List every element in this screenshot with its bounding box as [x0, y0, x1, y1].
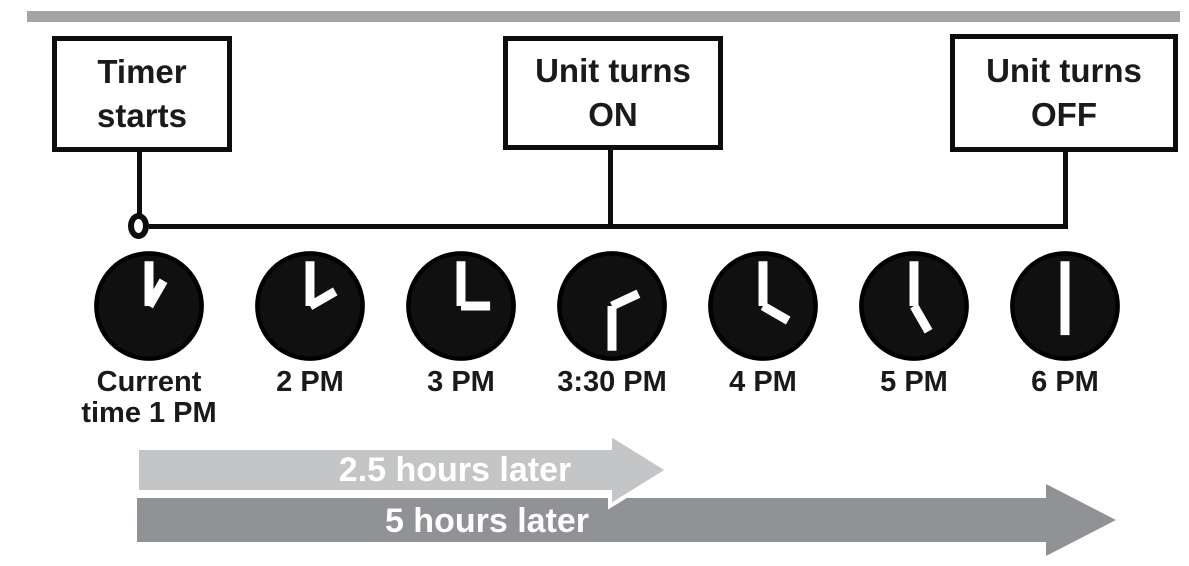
clock-label: 4 PM — [729, 366, 797, 398]
clock-icon — [255, 251, 365, 361]
five-hours-arrow-shape — [137, 484, 1116, 556]
two-half-hours-arrow-shape — [135, 430, 672, 510]
two-half-hours-arrow: 2.5 hours later — [135, 430, 672, 510]
clock-label: 3 PM — [427, 366, 495, 398]
clock-label: 2 PM — [276, 366, 344, 398]
unit-turns-on-box: Unit turns ON — [503, 36, 723, 150]
clock-item-6-00-pm: 6 PM — [990, 250, 1140, 429]
unit-turns-off-line1: Unit turns — [986, 52, 1142, 90]
clock-label-line: 3:30 PM — [557, 366, 667, 398]
clock-label: 3:30 PM — [557, 366, 667, 398]
unit-turns-on-line1: Unit turns — [535, 52, 691, 90]
clock-item-2-00-pm: 2 PM — [235, 250, 385, 429]
clock-label-line: 3 PM — [427, 366, 495, 398]
clock-item-4-00-pm: 4 PM — [688, 250, 838, 429]
clock-label-line: 6 PM — [1031, 366, 1099, 398]
clock-icon — [557, 251, 667, 361]
clock-label: 6 PM — [1031, 366, 1099, 398]
five-hours-arrow-label: 5 hours later — [385, 502, 589, 540]
clock-label-line: 5 PM — [880, 366, 948, 398]
five-hours-arrow: 5 hours later — [137, 484, 1116, 556]
unit-turns-off-box: Unit turns OFF — [950, 34, 1178, 152]
clock-icon — [859, 251, 969, 361]
timeline-start-ring-icon — [128, 213, 149, 239]
clock-label-line: time 1 PM — [81, 397, 217, 430]
unit-turns-off-line2: OFF — [1031, 96, 1097, 133]
timeline-line — [149, 224, 1068, 229]
clock-label-line: Current — [96, 366, 202, 398]
timer-starts-line1: Timer — [97, 53, 187, 91]
clock-item-3-30-pm: 3:30 PM — [537, 250, 687, 429]
clock-label-line: 4 PM — [729, 366, 797, 398]
unit-turns-on-line2: ON — [588, 96, 638, 133]
clock-icon — [94, 251, 204, 361]
clock-item-5-00-pm: 5 PM — [839, 250, 989, 429]
clock-icon — [708, 251, 818, 361]
clock-label: 5 PM — [880, 366, 948, 398]
clock-label-line: 2 PM — [276, 366, 344, 398]
clock-icon — [1010, 251, 1120, 361]
timer-starts-line2: starts — [97, 97, 187, 134]
connector-timer-starts — [137, 148, 142, 214]
timer-starts-box: Timer starts — [52, 36, 232, 152]
connector-unit-on — [608, 148, 613, 228]
two-half-hours-arrow-label: 2.5 hours later — [339, 451, 571, 489]
clock-item-3-00-pm: 3 PM — [386, 250, 536, 429]
clock-icon — [406, 251, 516, 361]
top-divider-bar — [27, 11, 1180, 22]
connector-unit-off — [1063, 150, 1068, 229]
